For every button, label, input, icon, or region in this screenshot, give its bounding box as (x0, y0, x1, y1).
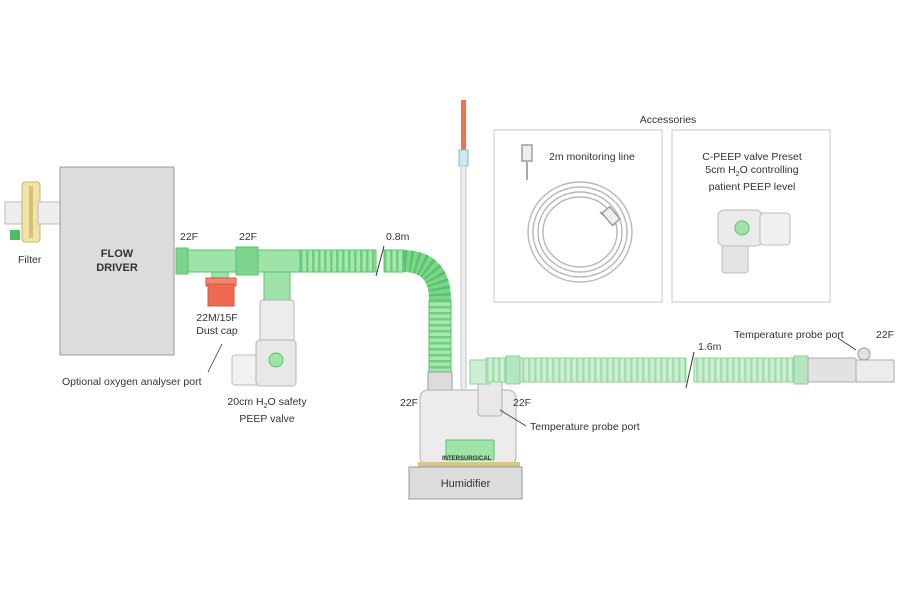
flow-driver-label: FLOW DRIVER (96, 248, 138, 274)
cpeep-label-line2: 5cm H2O controlling (705, 164, 799, 179)
short-tube (299, 245, 453, 393)
cpeep-label-line3: patient PEEP level (708, 181, 796, 194)
cpeep-valve-icon (717, 209, 791, 274)
humidifier-base (408, 466, 523, 500)
port-22f-label: 22F (239, 231, 258, 243)
port-22f-label: 22F (513, 397, 532, 409)
flow-driver-box (59, 166, 175, 356)
pointer-lines (207, 337, 857, 427)
monitoring-line-coil-icon (521, 144, 633, 283)
long-tube (469, 347, 895, 389)
humidifier-chamber (408, 375, 523, 500)
tube-length-label: 0.8m (386, 231, 410, 243)
dust-cap-icon (205, 277, 237, 307)
temperature-probe-port-label: Temperature probe port (734, 329, 844, 341)
temperature-probe-port-label: Temperature probe port (530, 421, 640, 433)
accessories-title: Accessories (639, 114, 697, 126)
cpeep-label-line1: C-PEEP valve Preset (702, 151, 802, 163)
port-22f-label: 22F (180, 231, 199, 243)
filter-icon (4, 181, 63, 243)
peep-valve-label: 20cm H2O safety PEEP valve (227, 396, 307, 426)
oxygen-port-label: Optional oxygen analyser port (62, 376, 202, 388)
peep-valve-icon (231, 299, 297, 387)
inspiratory-manifold (175, 246, 301, 303)
port-22f-label: 22F (400, 397, 419, 409)
brand-logo: INTERSURGICAL (442, 456, 492, 462)
monitoring-line-label: 2m monitoring line (549, 151, 635, 163)
dust-cap-label: 22M/15F Dust cap (196, 312, 238, 337)
accessories-section (493, 129, 831, 303)
humidifier-label: Humidifier (440, 478, 491, 490)
tube-length-label: 1.6m (698, 341, 722, 353)
temperature-probe (458, 100, 469, 417)
filter-label: Filter (18, 254, 42, 266)
cpeep-label: C-PEEP valve Preset 5cm H2O controlling … (684, 151, 820, 194)
port-22f-label: 22F (876, 329, 895, 341)
